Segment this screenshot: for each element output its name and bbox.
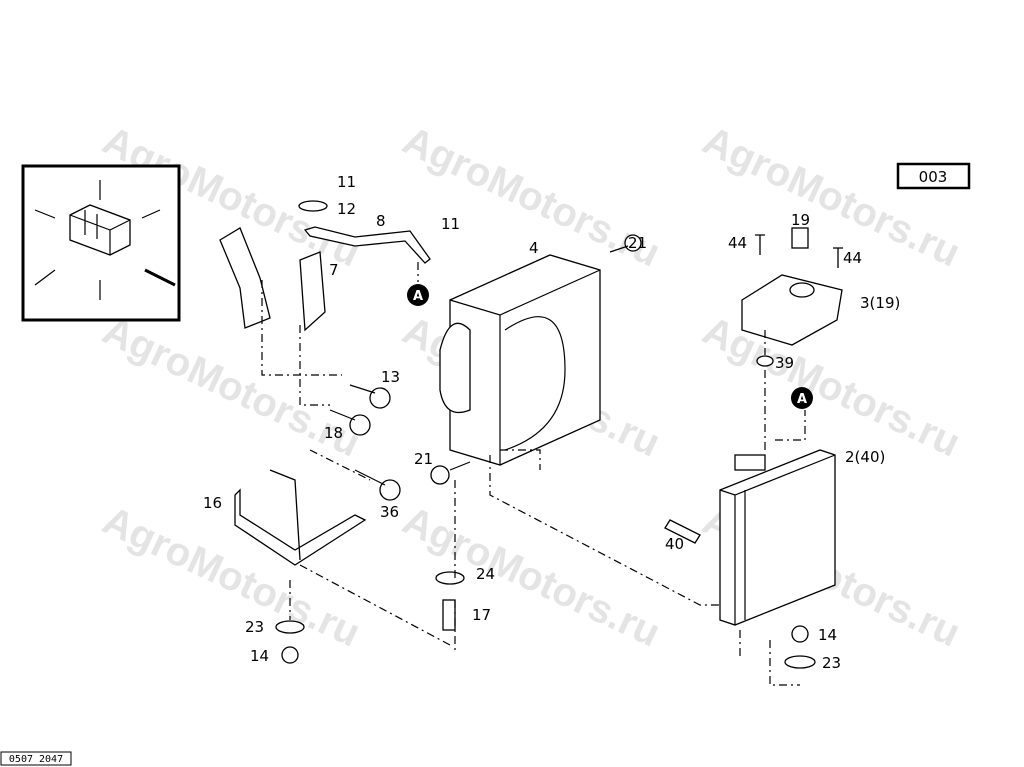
callout-39: 39 bbox=[775, 354, 794, 372]
callout-23: 23 bbox=[245, 618, 264, 636]
washer-12 bbox=[298, 200, 328, 212]
radiator-2 bbox=[664, 449, 836, 626]
drain-plug-40 bbox=[664, 519, 701, 544]
callout-11: 11 bbox=[441, 215, 460, 233]
callout-14: 14 bbox=[818, 626, 837, 644]
reference-marker-a bbox=[791, 387, 813, 409]
callout-44: 44 bbox=[728, 234, 747, 252]
guard-16 bbox=[234, 469, 367, 566]
callout-40: 40 bbox=[665, 535, 684, 553]
drawing-number-box bbox=[0, 751, 72, 766]
callouts: 11 12 8 11 7 4 21 13 18 21 36 16 24 17 2… bbox=[203, 173, 900, 672]
reference-a-label: A bbox=[413, 289, 423, 304]
drawing-number: 0507 2047 bbox=[9, 754, 63, 765]
callout-3: 3(19) bbox=[860, 294, 900, 312]
callout-4: 4 bbox=[529, 239, 539, 257]
reference-marker-a bbox=[407, 284, 429, 306]
callout-44: 44 bbox=[843, 249, 862, 267]
callout-17: 17 bbox=[472, 606, 491, 624]
airflow-inset bbox=[21, 164, 181, 322]
reference-a-label: A bbox=[797, 392, 807, 407]
callout-24: 24 bbox=[476, 565, 495, 583]
bracket-7 bbox=[299, 251, 326, 332]
callout-13: 13 bbox=[381, 368, 400, 386]
callout-21: 21 bbox=[628, 234, 647, 252]
page-code-box bbox=[896, 162, 971, 190]
watermark: AgroMotors.ru bbox=[696, 308, 966, 465]
callout-19: 19 bbox=[791, 211, 810, 229]
callout-21: 21 bbox=[414, 450, 433, 468]
callout-16: 16 bbox=[203, 494, 222, 512]
watermark: AgroMotors.ru bbox=[96, 498, 366, 655]
strap-8 bbox=[303, 226, 431, 264]
bracket-left bbox=[219, 227, 271, 329]
callout-36: 36 bbox=[380, 503, 399, 521]
callout-12: 12 bbox=[337, 200, 356, 218]
fasteners bbox=[275, 234, 816, 669]
callout-2: 2(40) bbox=[845, 448, 885, 466]
callout-8: 8 bbox=[376, 212, 386, 230]
callout-18: 18 bbox=[324, 424, 343, 442]
callout-7: 7 bbox=[329, 261, 339, 279]
callout-14: 14 bbox=[250, 647, 269, 665]
leader-lines bbox=[261, 262, 806, 686]
o-ring-39 bbox=[756, 355, 774, 367]
callout-23: 23 bbox=[822, 654, 841, 672]
expansion-tank-3 bbox=[741, 227, 843, 367]
fan-shroud-4 bbox=[439, 254, 601, 466]
callout-11: 11 bbox=[337, 173, 356, 191]
page-code: 003 bbox=[919, 168, 948, 186]
